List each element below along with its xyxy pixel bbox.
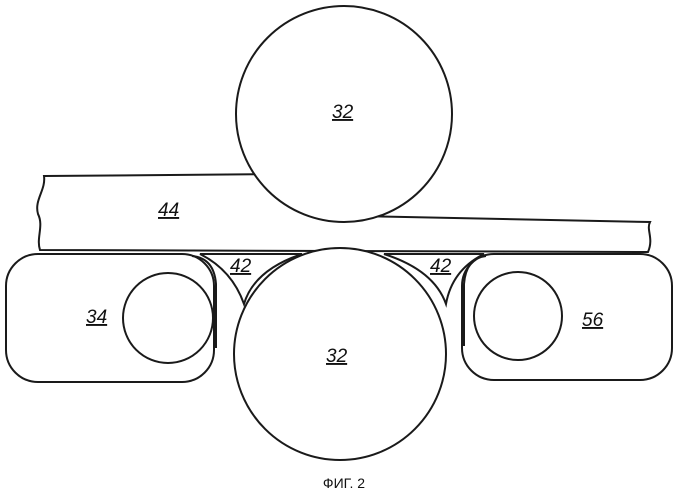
block-34-inner-roller xyxy=(123,273,213,363)
block-34 xyxy=(6,254,216,382)
block-56-inner-roller xyxy=(474,272,562,360)
label-block-right: 56 xyxy=(582,310,604,331)
label-block-left: 34 xyxy=(86,307,107,328)
label-roller-bottom: 32 xyxy=(326,346,348,367)
label-roller-top: 32 xyxy=(332,102,354,123)
figure-caption: ФИГ. 2 xyxy=(323,475,365,491)
label-web: 44 xyxy=(158,200,179,221)
label-wedge-right: 42 xyxy=(430,256,452,277)
block-56 xyxy=(462,254,672,380)
label-wedge-left: 42 xyxy=(230,256,252,277)
